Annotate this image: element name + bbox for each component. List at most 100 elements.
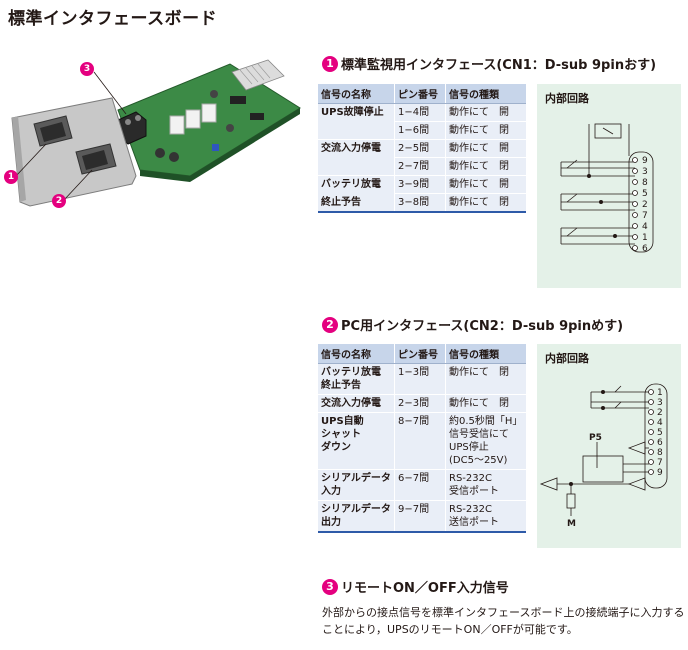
pin-label: 1 [642, 233, 648, 243]
pin-pair: 9−7間 [394, 500, 446, 533]
callout-1: 1 [4, 170, 18, 184]
col-pin: ピン番号 [394, 344, 446, 364]
leader-line-2 [63, 169, 93, 201]
table-row: シリアルデータ 入力 6−7間 RS-232C 受信ポート [318, 469, 526, 501]
section1-circuit: 内部回路 [537, 84, 681, 288]
col-type: 信号の種類 [445, 344, 526, 364]
table-row: 1−6間 動作にて 閉 [318, 121, 526, 140]
section1-heading: 1 標準監視用インタフェース(CN1：D-sub 9pinおす) [322, 54, 656, 73]
pin-label: 5 [657, 428, 663, 438]
signal-name: UPS自動 シャット ダウン [318, 412, 395, 470]
circuit-label: 内部回路 [545, 92, 589, 105]
chip [230, 96, 246, 104]
table-row: バッテリ放電 終止予告 1−3間 動作にて 閉 [318, 363, 526, 395]
pin-label: 7 [642, 211, 648, 221]
signal-type: 約0.5秒間「H」 信号受信にて UPS停止 (DC5〜25V) [445, 412, 526, 470]
table-row: UPS自動 シャット ダウン 8−7間 約0.5秒間「H」 信号受信にて UPS… [318, 412, 526, 470]
relay [185, 109, 201, 129]
col-signal-name: 信号の名称 [318, 84, 395, 104]
col-type: 信号の種類 [445, 84, 526, 104]
pin-label: 8 [657, 448, 663, 458]
trimmer [212, 144, 219, 151]
circuit-diagram-cn1: 9 3 8 5 2 7 4 1 6 [560, 123, 654, 254]
table-row: 交流入力停電 2−3間 動作にて 閉 [318, 394, 526, 413]
pin-pair: 2−7間 [394, 157, 446, 176]
section3-title: リモートON／OFF入力信号 [341, 581, 509, 596]
leader-line-3 [93, 71, 127, 115]
terminal-screw [125, 119, 131, 125]
section1-table: 信号の名称 ピン番号 信号の種類 UPS故障停止 1−4間 動作にて 開 1−6… [318, 84, 526, 213]
relay [201, 103, 217, 123]
pin-pair: 8−7間 [394, 412, 446, 470]
pin-pair: 3−9間 [394, 175, 446, 194]
pin-label: 6 [657, 438, 663, 448]
signal-type: 動作にて 閉 [445, 121, 526, 140]
dsub-connector-cn2-face [82, 150, 108, 170]
circuit-diagram-cn2: 1 3 2 4 5 6 8 7 9 P5 M [539, 383, 668, 529]
signal-type: 動作にて 開 [445, 103, 526, 122]
pin-pair: 3−8間 [394, 193, 446, 213]
section3-heading: 3 リモートON／OFF入力信号 [322, 577, 509, 596]
table-row: 2−7間 動作にて 閉 [318, 157, 526, 176]
dsub-outline [644, 383, 668, 489]
pin-pair: 1−6間 [394, 121, 446, 140]
pin-label: 3 [657, 398, 663, 408]
table-row: UPS故障停止 1−4間 動作にて 開 [318, 103, 526, 140]
resistor [566, 493, 576, 509]
signal-name: バッテリ放電 [318, 175, 395, 194]
signal-name: UPS故障停止 [318, 103, 395, 140]
terminal-screw [135, 115, 141, 121]
section2-circuit: 内部回路 [537, 344, 681, 548]
pcb-shade [140, 108, 300, 182]
signal-name: シリアルデータ 出力 [318, 500, 395, 533]
pin-label: 3 [642, 167, 648, 177]
chip [250, 113, 264, 120]
edge-connector [231, 59, 285, 91]
table-row: 終止予告 3−8間 動作にて 閉 [318, 193, 526, 213]
circuit-label: 内部回路 [545, 352, 589, 365]
leader-line-1 [15, 143, 47, 177]
col-pin: ピン番号 [394, 84, 446, 104]
signal-name: シリアルデータ 入力 [318, 469, 395, 501]
m-label: M [567, 519, 576, 529]
pin-label: 9 [657, 468, 663, 478]
col-signal-name: 信号の名称 [318, 344, 395, 364]
section2-title: PC用インタフェース(CN2：D-sub 9pinめす) [341, 319, 624, 334]
section2-heading: 2 PC用インタフェース(CN2：D-sub 9pinめす) [322, 315, 623, 334]
driver-triangle [627, 477, 646, 491]
p5-label: P5 [589, 433, 602, 443]
pin-pair: 2−5間 [394, 139, 446, 158]
pin-label: 2 [657, 408, 663, 418]
callout-3: 3 [80, 62, 94, 76]
driver-triangle [539, 477, 558, 491]
table-row: シリアルデータ 出力 9−7間 RS-232C 送信ポート [318, 500, 526, 533]
signal-type: RS-232C 送信ポート [445, 500, 526, 533]
bracket-edge [12, 116, 26, 202]
board-illustration [0, 58, 305, 218]
page-title: 標準インタフェースボード [8, 9, 218, 29]
section3-badge: 3 [322, 578, 338, 595]
pin-label: 4 [657, 418, 663, 428]
section1-badge: 1 [322, 55, 338, 72]
pin-label: 7 [657, 458, 663, 468]
board-image [11, 59, 301, 207]
pin-label: 6 [642, 244, 648, 254]
pin-pair: 1−3間 [394, 363, 446, 395]
pin-label: 8 [642, 178, 648, 188]
signal-name: バッテリ放電 終止予告 [318, 363, 395, 395]
callout-2: 2 [52, 194, 66, 208]
driver-triangle [627, 441, 646, 455]
capacitor [155, 148, 165, 158]
section2-table: 信号の名称 ピン番号 信号の種類 バッテリ放電 終止予告 1−3間 動作にて 閉… [318, 344, 526, 533]
signal-type: 動作にて 閉 [445, 363, 526, 395]
capacitor [226, 124, 234, 132]
section1-title: 標準監視用インタフェース(CN1：D-sub 9pinおす) [341, 58, 657, 73]
pin-label: 5 [642, 189, 648, 199]
pin-label: 2 [642, 200, 648, 210]
signal-name: 終止予告 [318, 193, 395, 213]
signal-type: 動作にて 閉 [445, 193, 526, 213]
dsub-connector-cn1-face [40, 122, 66, 142]
signal-type: 動作にて 開 [445, 175, 526, 194]
section3-description: 外部からの接点信号を標準インタフェースボード上の接続端子に入力することにより，U… [322, 606, 685, 636]
pin-pair: 1−4間 [394, 103, 446, 122]
